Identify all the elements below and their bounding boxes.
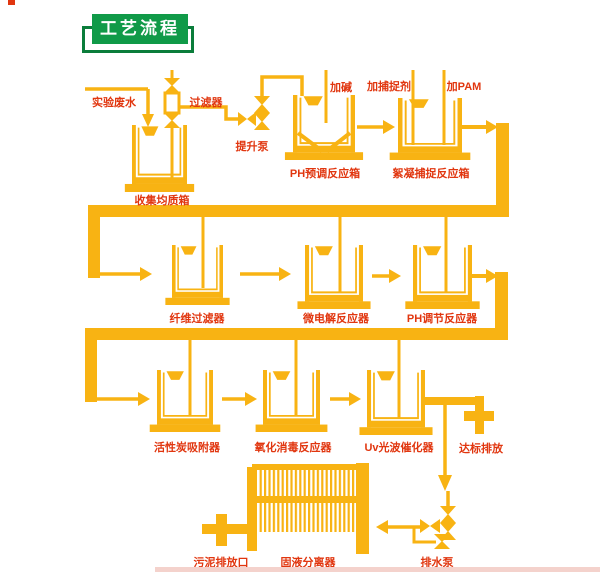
oxidation-tank xyxy=(254,340,329,433)
label-collect-tank: 收集均质箱 xyxy=(135,193,190,207)
pipe-filter-to-pump xyxy=(180,105,240,121)
collection-tank xyxy=(123,123,196,194)
arrow-pump-to-separator xyxy=(376,520,420,534)
discharge-outlet xyxy=(425,396,494,434)
arrow-fiber-to-micro xyxy=(240,267,291,281)
label-feed: 实验废水 xyxy=(92,95,137,109)
sludge-outlet-fitting xyxy=(202,514,248,546)
pipe-pump-to-ph-pre-tank xyxy=(260,75,304,98)
ph-adjust-tank xyxy=(404,217,481,310)
connector-row1-row2 xyxy=(88,120,509,281)
label-carbon-adsorber: 活性炭吸附器 xyxy=(154,440,221,454)
arrow-carbon-to-oxidation xyxy=(222,392,257,406)
label-micro-electrolysis: 微电解反应器 xyxy=(302,311,370,325)
label-sludge-outlet: 污泥排放口 xyxy=(194,555,249,569)
drain-pump xyxy=(412,491,456,549)
feed-line xyxy=(85,87,154,127)
filter-unit xyxy=(163,70,181,178)
label-ph-pre-tank: PH预调反应箱 xyxy=(290,166,360,180)
arrow-oxidation-to-uv xyxy=(330,392,361,406)
diagram-labels: 实验废水 过滤器 提升泵 收集均质箱 加碱 PH预调反应箱 加捕捉剂 加PAM … xyxy=(92,79,504,569)
label-lift-pump: 提升泵 xyxy=(236,139,269,153)
label-separator: 固液分离器 xyxy=(281,555,337,569)
label-uv-catalyzer: Uv光波催化器 xyxy=(364,440,434,454)
diagram-shapes xyxy=(85,70,509,554)
label-oxidation: 氧化消毒反应器 xyxy=(254,440,333,454)
carbon-adsorber-tank xyxy=(148,340,222,433)
feed-arrowhead-icon xyxy=(142,114,154,127)
label-ph-adjust: PH调节反应器 xyxy=(407,311,478,325)
flocculation-tank xyxy=(388,70,472,161)
title-badge-label: 工艺流程 xyxy=(100,19,180,38)
uv-catalyzer-tank xyxy=(358,340,434,436)
label-add-catcher: 加捕捉剂 xyxy=(366,79,411,93)
label-discharge: 达标排放 xyxy=(459,441,504,455)
connector-row2-row3 xyxy=(85,269,508,406)
lift-pump xyxy=(238,75,304,130)
label-fiber-filter: 纤维过滤器 xyxy=(170,311,226,325)
label-add-pam: 加PAM xyxy=(446,79,482,93)
arrow-phpre-to-floc xyxy=(357,120,395,134)
micro-electrolysis-tank xyxy=(296,217,372,310)
fiber-filter-tank xyxy=(164,217,231,306)
title-badge: 工艺流程 xyxy=(92,14,188,44)
label-floc-tank: 絮凝捕捉反应箱 xyxy=(393,166,470,180)
label-filter: 过滤器 xyxy=(190,95,224,109)
label-drain-pump: 排水泵 xyxy=(421,555,454,569)
arrow-to-drain-pump xyxy=(438,405,452,491)
ph-pre-tank xyxy=(283,70,365,161)
corner-mark xyxy=(8,0,15,5)
bottom-watermark-strip xyxy=(155,567,600,572)
separator-unit xyxy=(247,463,369,554)
arrow-micro-to-phadj xyxy=(372,269,401,283)
label-add-alkali: 加碱 xyxy=(329,80,352,94)
